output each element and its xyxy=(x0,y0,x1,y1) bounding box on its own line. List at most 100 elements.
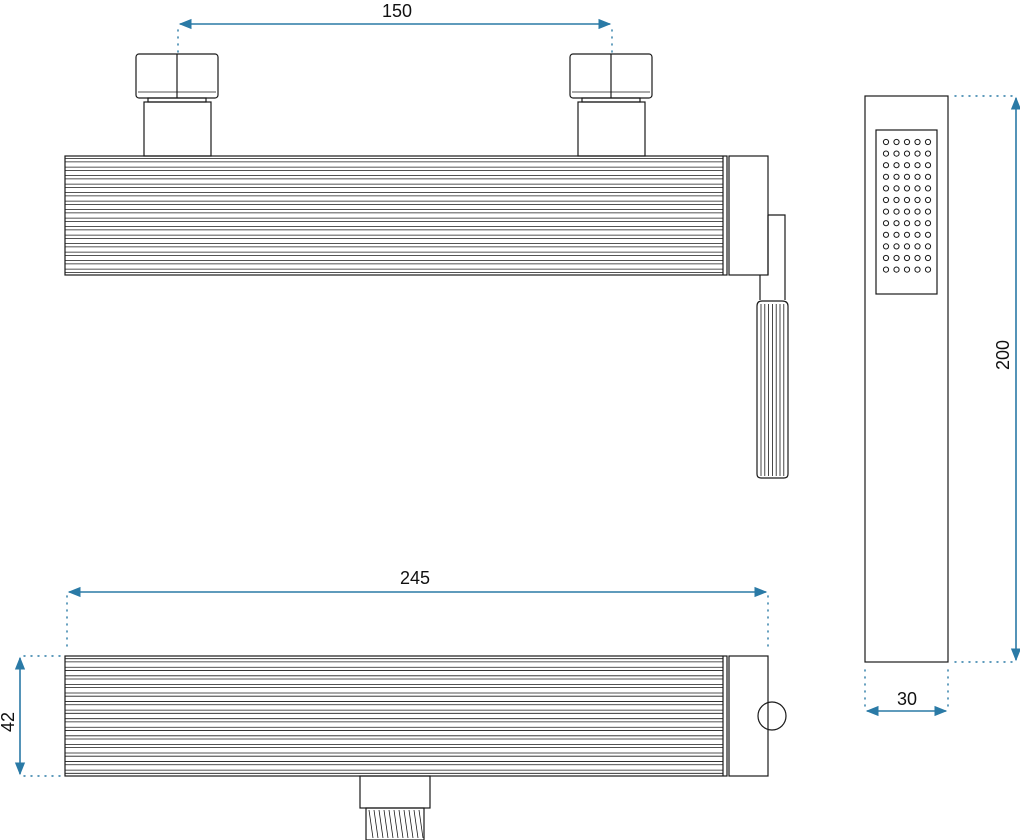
spray-hole xyxy=(882,173,890,180)
spray-hole xyxy=(903,208,911,215)
front-view xyxy=(64,53,789,479)
lever-handle xyxy=(756,300,789,479)
thread-line xyxy=(408,809,414,839)
spray-hole xyxy=(914,254,921,262)
spray-hole xyxy=(893,243,900,250)
spray-hole xyxy=(903,173,911,180)
thread-line xyxy=(403,809,409,839)
spray-hole xyxy=(882,138,890,146)
left-inlet-nut xyxy=(135,53,219,157)
outlet-thread xyxy=(368,809,424,839)
spray-hole xyxy=(924,243,932,250)
lever-stem xyxy=(759,214,786,300)
spray-hole xyxy=(893,231,900,238)
spray-hole xyxy=(903,231,911,238)
spray-hole xyxy=(903,150,911,157)
spray-hole xyxy=(924,196,932,204)
spray-hole xyxy=(893,185,900,192)
spray-hole xyxy=(903,196,911,204)
spray-hole xyxy=(893,138,900,146)
spray-hole xyxy=(903,243,911,250)
thread-line xyxy=(413,809,419,839)
thread-line xyxy=(418,809,424,839)
spray-hole xyxy=(924,220,932,227)
spray-hole xyxy=(914,266,921,273)
spray-hole xyxy=(893,150,900,157)
spray-hole xyxy=(924,266,932,273)
body-ribs xyxy=(65,158,723,273)
lever-knob xyxy=(757,701,787,731)
mixer-body-front xyxy=(64,155,728,276)
spray-hole xyxy=(924,185,932,192)
spray-hole xyxy=(914,162,921,169)
spray-hole xyxy=(893,196,900,204)
dimension-inlet-spacing: 150 xyxy=(177,1,613,53)
spray-hole xyxy=(924,138,932,146)
spray-hole xyxy=(914,196,921,204)
spray-hole xyxy=(882,243,890,250)
spray-hole xyxy=(914,185,921,192)
spray-hole xyxy=(903,162,911,169)
spray-hole xyxy=(893,173,900,180)
spray-hole xyxy=(924,162,932,169)
spray-hole xyxy=(914,231,921,238)
body-ribs-top xyxy=(65,658,723,774)
dimension-body-length: 245 xyxy=(66,568,769,651)
spray-hole xyxy=(903,220,911,227)
handshower-width-label: 30 xyxy=(897,689,917,709)
spray-hole xyxy=(903,138,911,146)
hand-shower xyxy=(864,95,949,663)
dimension-handshower-width: 30 xyxy=(864,669,949,717)
spray-hole xyxy=(914,173,921,180)
spray-face xyxy=(875,129,938,295)
spray-hole xyxy=(893,162,900,169)
spray-hole xyxy=(903,266,911,273)
body-height-label: 42 xyxy=(0,712,18,732)
thread-line xyxy=(388,809,394,839)
spray-hole xyxy=(882,220,890,227)
spray-hole xyxy=(882,150,890,157)
dimension-handshower-length: 200 xyxy=(954,95,1020,663)
spray-hole xyxy=(924,231,932,238)
spray-hole xyxy=(882,196,890,204)
end-cap xyxy=(728,155,769,276)
spray-hole xyxy=(882,266,890,273)
spray-hole xyxy=(924,208,932,215)
right-inlet-nut xyxy=(569,53,653,157)
body-length-label: 245 xyxy=(400,568,430,588)
thread-line xyxy=(398,809,404,839)
spray-hole xyxy=(893,254,900,262)
outlet-connector xyxy=(359,775,431,840)
spray-hole xyxy=(914,220,921,227)
spray-hole xyxy=(914,208,921,215)
spray-hole xyxy=(924,150,932,157)
spray-hole xyxy=(924,173,932,180)
lever-ribs xyxy=(760,304,785,476)
thread-line xyxy=(383,809,389,839)
spray-hole xyxy=(882,208,890,215)
spray-hole xyxy=(914,243,921,250)
thread-line xyxy=(378,809,384,839)
spray-hole xyxy=(882,231,890,238)
spray-holes xyxy=(882,138,932,273)
spray-hole xyxy=(882,254,890,262)
thread-line xyxy=(393,809,399,839)
spray-hole xyxy=(924,254,932,262)
top-view xyxy=(64,655,787,840)
spray-hole xyxy=(903,254,911,262)
handshower-length-label: 200 xyxy=(993,340,1013,370)
thread-line xyxy=(373,809,379,839)
thread-line xyxy=(368,809,374,839)
spray-hole xyxy=(893,220,900,227)
spray-hole xyxy=(893,208,900,215)
end-cap-top xyxy=(728,655,769,777)
spray-hole xyxy=(882,185,890,192)
inlet-spacing-label: 150 xyxy=(382,1,412,21)
spray-hole xyxy=(914,150,921,157)
spray-hole xyxy=(914,138,921,146)
spray-hole xyxy=(893,266,900,273)
dimension-body-height: 42 xyxy=(0,655,63,777)
spray-hole xyxy=(903,185,911,192)
spray-hole xyxy=(882,162,890,169)
